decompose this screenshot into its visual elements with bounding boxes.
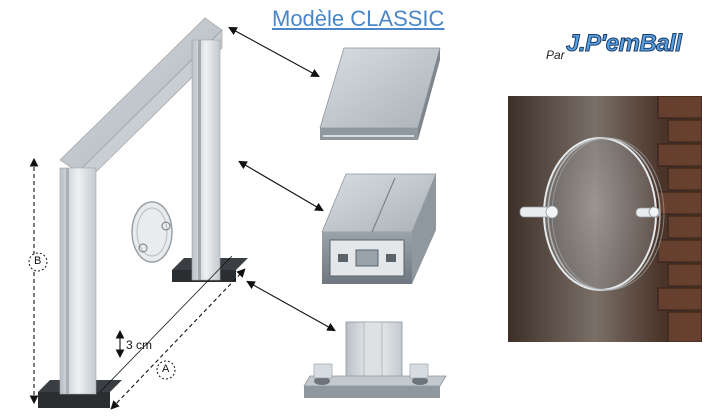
dimension-a-marker [156, 360, 176, 380]
top-rail-profile [319, 47, 441, 140]
brand-logo: J.P'emBall [565, 30, 682, 58]
dimension-arrows [29, 26, 336, 410]
disc-photo [508, 96, 702, 342]
page-title: Modèle CLASSIC [272, 6, 445, 31]
gap-dimension-label: 3 cm [126, 338, 153, 352]
post-profile [321, 173, 437, 284]
base-foot [303, 321, 447, 398]
dimension-b-label: B [34, 255, 42, 267]
dimension-b-marker [28, 252, 48, 272]
byline-prefix: Par [546, 48, 565, 62]
dimension-a-label: A [162, 363, 170, 375]
